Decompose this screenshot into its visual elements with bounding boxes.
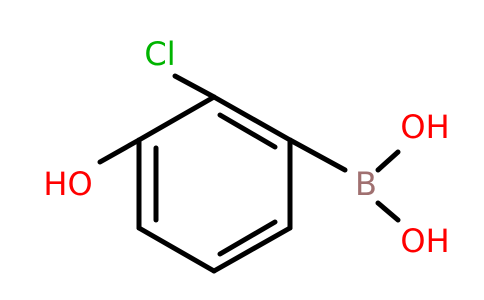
ring-bond-c6-c1 [136,94,217,143]
bond-c-o-phenol [97,137,142,165]
bonds [97,73,401,274]
ring-bond-c4-c5 [136,225,217,274]
bond-c-b [287,137,348,173]
boronic-hydroxyl-bottom-label: OH [400,222,449,260]
bond-b-o-bottom [375,200,401,223]
boron-label: B [355,165,377,203]
boronic-hydroxyl-top-label: OH [400,108,449,146]
ring-bond-c1-c2 [211,94,293,143]
phenol-hydroxyl-label: HO [43,165,92,203]
ring-double-bond-inner-1 [217,112,278,150]
atom-labels: Cl HO B OH OH [43,35,449,260]
bond-c-cl [172,73,217,100]
chlorine-label: Cl [144,35,175,73]
bond-b-o-top [375,149,401,173]
ring-bond-c3-c4 [211,225,293,274]
ring-double-bond-inner-2 [217,219,278,257]
